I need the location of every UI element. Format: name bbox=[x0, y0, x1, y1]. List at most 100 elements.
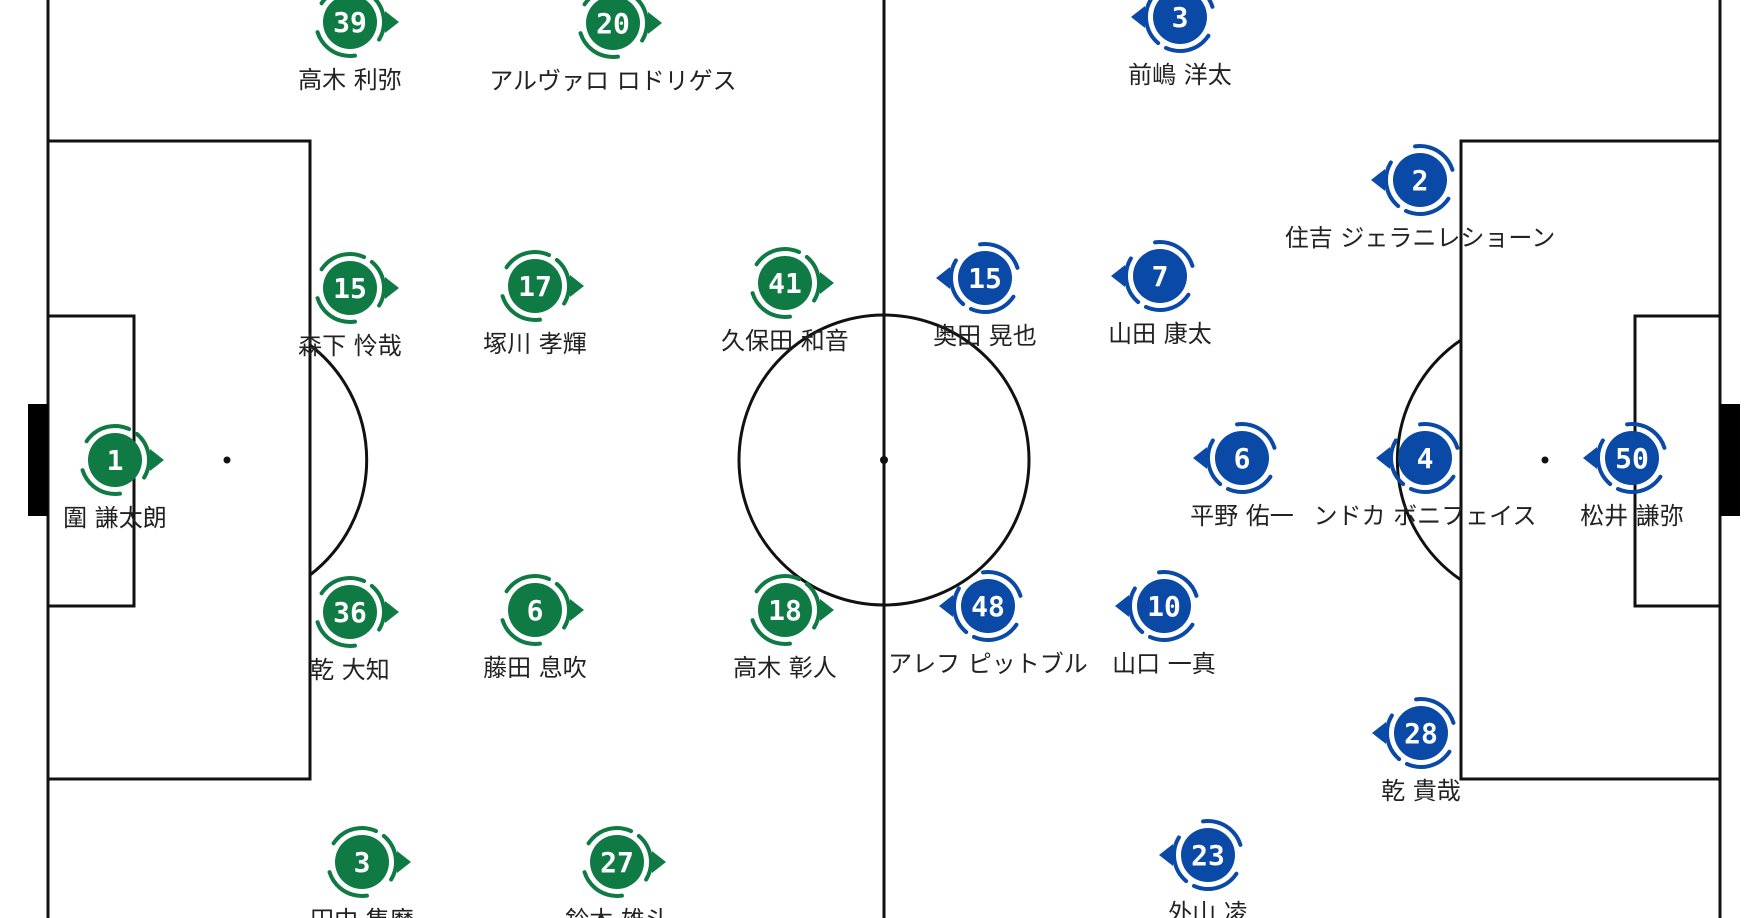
away-player-2: 2 住吉 ジェラニレショーン bbox=[1285, 144, 1555, 252]
player-name: 藤田 息吹 bbox=[483, 654, 587, 682]
player-ring-icon bbox=[1205, 422, 1278, 494]
away-player-1: 3 前嶋 洋太 bbox=[1128, 0, 1232, 89]
player-number: 15 bbox=[333, 272, 367, 305]
player-name: アルヴァロ ロドリゲス bbox=[489, 67, 736, 95]
attack-right-arrow-icon bbox=[385, 277, 399, 299]
player-shirt-icon bbox=[323, 261, 377, 315]
player-number: 17 bbox=[518, 270, 552, 303]
center-spot bbox=[880, 456, 888, 464]
player-ring-icon bbox=[1596, 422, 1669, 494]
player-number: 3 bbox=[1172, 1, 1189, 34]
player-shirt-icon bbox=[323, 585, 377, 639]
player-ring-icon bbox=[749, 247, 821, 319]
home-player-2: 20 アルヴァロ ロドリゲス bbox=[489, 0, 737, 95]
player-name: 久保田 和音 bbox=[721, 327, 849, 355]
player-shirt-icon bbox=[758, 583, 812, 637]
player-number: 28 bbox=[1404, 717, 1438, 750]
player-ring-icon bbox=[314, 252, 386, 324]
away-player-7: 50 松井 謙弥 bbox=[1580, 422, 1684, 530]
attack-right-arrow-icon bbox=[150, 449, 164, 471]
attack-left-arrow-icon bbox=[939, 595, 953, 617]
player-name: 住吉 ジェラニレショーン bbox=[1285, 224, 1555, 252]
player-shirt-icon bbox=[1605, 431, 1659, 485]
player-number: 48 bbox=[971, 590, 1005, 623]
attack-right-arrow-icon bbox=[385, 11, 399, 33]
player-number: 15 bbox=[968, 262, 1002, 295]
player-ring-icon bbox=[949, 242, 1021, 314]
player-shirt-icon bbox=[1137, 579, 1191, 633]
home-player-11: 27 鈴木 雄斗 bbox=[565, 826, 669, 918]
player-name: 前嶋 洋太 bbox=[1128, 61, 1232, 89]
right-goal bbox=[1720, 404, 1740, 516]
player-shirt-icon bbox=[1398, 431, 1452, 485]
player-shirt-icon bbox=[508, 583, 562, 637]
attack-right-arrow-icon bbox=[385, 601, 399, 623]
attack-right-arrow-icon bbox=[570, 275, 584, 297]
player-shirt-icon bbox=[590, 835, 644, 889]
away-player-6: 4 ンドカ ボニフェイス bbox=[1314, 422, 1537, 530]
player-shirt-icon bbox=[323, 0, 377, 49]
player-name: 乾 大知 bbox=[310, 656, 390, 684]
attack-right-arrow-icon bbox=[820, 599, 834, 621]
home-player-7: 36乾 大知 bbox=[310, 576, 399, 684]
player-ring-icon bbox=[314, 576, 386, 648]
right-penalty-arc bbox=[1395, 338, 1462, 582]
player-name: 松井 謙弥 bbox=[1580, 502, 1684, 530]
player-shirt-icon bbox=[1153, 0, 1207, 44]
attack-left-arrow-icon bbox=[936, 267, 950, 289]
attack-left-arrow-icon bbox=[1115, 595, 1129, 617]
home-player-10: 3田中 隼磨 bbox=[310, 826, 414, 918]
player-shirt-icon bbox=[1181, 828, 1235, 882]
home-player-6: 1圍 謙太朗 bbox=[63, 424, 167, 532]
player-ring-icon bbox=[79, 424, 151, 496]
player-number: 20 bbox=[596, 7, 630, 40]
away-player-10: 28 乾 貴哉 bbox=[1372, 697, 1461, 805]
home-player-8: 6 藤田 息吹 bbox=[483, 574, 587, 682]
player-ring-icon bbox=[581, 826, 653, 898]
player-shirt-icon bbox=[1394, 706, 1448, 760]
player-name: 高木 彰人 bbox=[733, 654, 837, 682]
player-number: 4 bbox=[1417, 442, 1434, 475]
player-number: 39 bbox=[333, 6, 367, 39]
player-number: 1 bbox=[107, 444, 124, 477]
attack-right-arrow-icon bbox=[652, 851, 666, 873]
attack-right-arrow-icon bbox=[648, 12, 662, 34]
player-number: 3 bbox=[354, 846, 371, 879]
left-penalty-spot bbox=[223, 456, 231, 464]
away-player-4: 7山田 康太 bbox=[1108, 240, 1212, 348]
attack-left-arrow-icon bbox=[1372, 722, 1386, 744]
attack-left-arrow-icon bbox=[1376, 447, 1390, 469]
player-name: ンドカ ボニフェイス bbox=[1314, 502, 1537, 530]
away-player-5: 6平野 佑一 bbox=[1190, 422, 1294, 530]
player-number: 27 bbox=[600, 846, 634, 879]
player-number: 18 bbox=[768, 594, 802, 627]
player-ring-icon bbox=[1389, 422, 1462, 494]
player-ring-icon bbox=[952, 570, 1025, 642]
player-ring-icon bbox=[1385, 697, 1457, 769]
player-shirt-icon bbox=[1133, 249, 1187, 303]
left-penalty-area bbox=[46, 139, 312, 781]
player-name: 高木 利弥 bbox=[298, 66, 402, 94]
attack-left-arrow-icon bbox=[1193, 447, 1207, 469]
attack-right-arrow-icon bbox=[397, 851, 411, 873]
player-shirt-icon bbox=[88, 433, 142, 487]
player-name: 乾 貴哉 bbox=[1381, 777, 1461, 805]
player-number: 50 bbox=[1615, 442, 1649, 475]
player-ring-icon bbox=[1124, 240, 1196, 312]
player-name: 鈴木 雄斗 bbox=[565, 906, 669, 918]
player-name: アレフ ピットブル bbox=[888, 650, 1088, 678]
player-number: 2 bbox=[1412, 164, 1429, 197]
player-shirt-icon bbox=[586, 0, 640, 50]
player-name: 外山 凌 bbox=[1168, 899, 1248, 918]
player-name: 山口 一真 bbox=[1112, 650, 1216, 678]
center-circle bbox=[737, 313, 1031, 607]
attack-right-arrow-icon bbox=[570, 599, 584, 621]
player-number: 6 bbox=[527, 594, 544, 627]
player-ring-icon bbox=[326, 826, 398, 898]
player-shirt-icon bbox=[1393, 153, 1447, 207]
